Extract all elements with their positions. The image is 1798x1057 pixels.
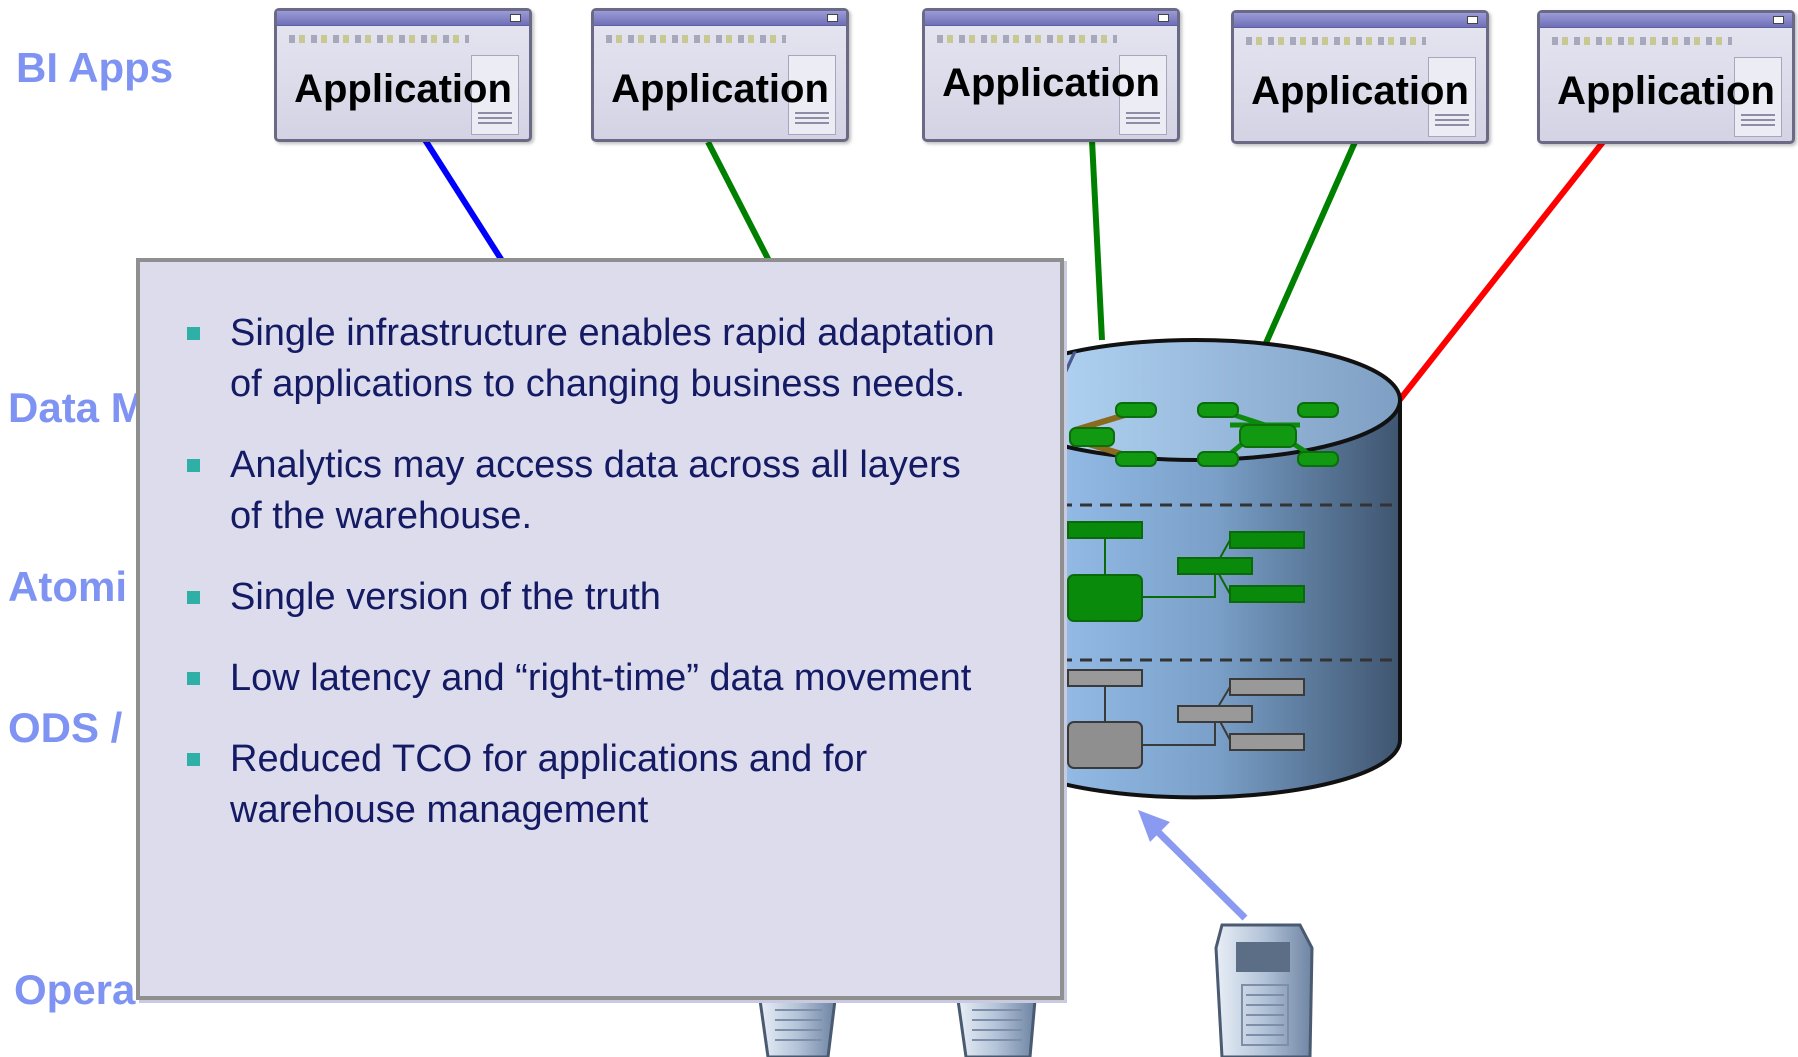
database-cylinder-icon: / [988, 338, 1402, 800]
layer-label-atomic: Atomi [8, 563, 127, 610]
data-mart-cubes [1069, 402, 1339, 467]
bullet-square-icon [187, 753, 200, 766]
benefit-item: Analytics may access data across all lay… [140, 440, 1060, 542]
application-label: Application [1251, 69, 1469, 113]
link-app-4 [1259, 140, 1358, 354]
server-icon [758, 998, 837, 1057]
benefit-text: Analytics may access data across all lay… [230, 444, 961, 537]
ods-schema-grey [1067, 669, 1305, 769]
layer-label-ods: ODS / [8, 704, 123, 751]
bullet-square-icon [187, 459, 200, 472]
benefits-callout: Single infrastructure enables rapid adap… [136, 258, 1064, 1000]
link-app-5 [1395, 140, 1606, 404]
benefit-text: Single version of the truth [230, 576, 661, 618]
bullet-square-icon [187, 591, 200, 604]
benefit-item: Low latency and “right-time” data moveme… [140, 653, 1060, 704]
application-window-icon: Application [1537, 10, 1795, 144]
bullet-square-icon [187, 327, 200, 340]
benefit-text: Low latency and “right-time” data moveme… [230, 657, 972, 699]
layer-label-operational: Opera [14, 966, 136, 1013]
benefit-text: Reduced TCO for applications and for war… [230, 738, 868, 831]
link-app-3 [1089, 139, 1105, 341]
benefit-item: Reduced TCO for applications and for war… [140, 734, 1060, 836]
server-icon [1214, 923, 1314, 1057]
application-window-icon: Application [591, 8, 849, 142]
benefit-item: Single version of the truth [140, 572, 1060, 623]
benefit-item: Single infrastructure enables rapid adap… [140, 308, 1060, 410]
layer-label-data-marts: Data M [8, 384, 146, 431]
server-icon [956, 998, 1037, 1057]
atomic-schema-green [1067, 521, 1305, 622]
bullet-square-icon [187, 672, 200, 685]
application-window-icon: Application [922, 8, 1180, 142]
application-label: Application [611, 67, 829, 111]
layer-label-bi-apps: BI Apps [16, 44, 174, 91]
application-label: Application [942, 61, 1160, 105]
benefits-list: Single infrastructure enables rapid adap… [140, 308, 1060, 836]
feed-arrow [1138, 810, 1248, 921]
application-label: Application [1557, 69, 1775, 113]
benefit-text: Single infrastructure enables rapid adap… [230, 312, 995, 405]
application-window-icon: Application [1231, 10, 1489, 144]
application-window-icon: Application [274, 8, 532, 142]
application-label: Application [294, 67, 512, 111]
